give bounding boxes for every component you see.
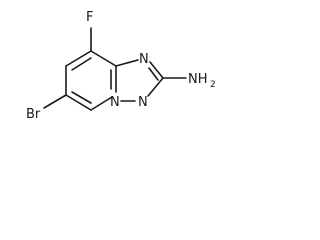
atom-label-nitrogen-n2: N <box>138 95 148 110</box>
bond-n1-c2 <box>149 61 164 79</box>
bond-c5-c6 <box>65 94 92 111</box>
double-bond-c5-c6-inner <box>71 91 92 104</box>
atom-label-amine: NH <box>188 72 208 87</box>
bond-n4-c5 <box>90 96 113 111</box>
bond-c8a-n1 <box>115 59 139 67</box>
atom-label-nitrogen-bridge: N <box>110 95 120 110</box>
bond-c2-n3 <box>147 77 164 97</box>
double-bond-n1-c2-inner <box>148 67 159 81</box>
atom-label-amine-subscript: 2 <box>210 80 216 90</box>
atom-label-bromine: Br <box>26 107 41 122</box>
double-bond-c7-c8-inner <box>71 57 92 71</box>
atom-label-nitrogen-n1: N <box>139 52 149 67</box>
bond-c7-c8 <box>65 50 92 67</box>
bond-c8-c8a <box>90 50 117 67</box>
molecule-structure: F Br N N N NH 2 <box>26 10 216 122</box>
atom-label-fluorine: F <box>86 10 93 25</box>
bond-c6-br <box>43 94 67 109</box>
